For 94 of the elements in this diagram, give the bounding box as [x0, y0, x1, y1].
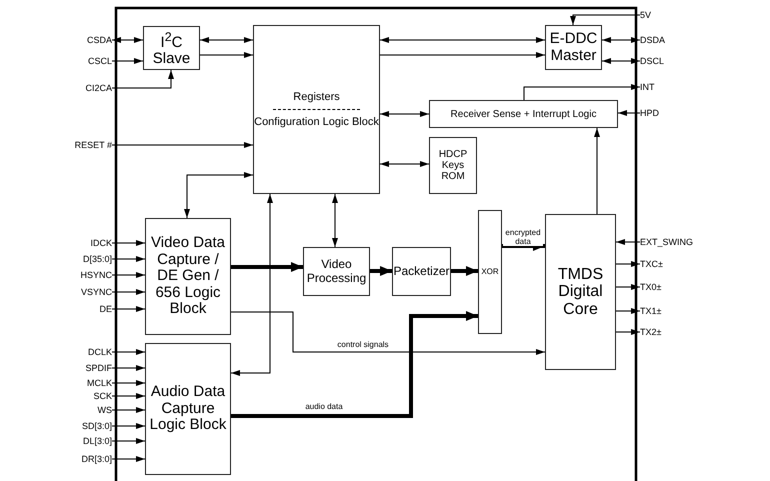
pin-label: SCK	[40, 389, 112, 403]
logic-block	[545, 214, 616, 370]
arrow	[112, 37, 144, 43]
pin-label: CI2CA	[40, 81, 112, 95]
arrow	[112, 240, 146, 246]
arrow	[451, 266, 478, 276]
pin-label: DR[3:0]	[40, 452, 112, 466]
arrow	[230, 194, 273, 376]
arrow	[231, 311, 478, 418]
arrow	[616, 329, 640, 335]
arrow	[112, 365, 146, 371]
block-label: Receiver Sense + Interrupt Logic	[450, 108, 596, 120]
pin-label: TX2±	[640, 325, 715, 339]
logic-block	[145, 343, 231, 475]
block-label: Registers	[293, 90, 340, 103]
arrow	[616, 239, 640, 245]
pin-label: DCLK	[40, 345, 112, 359]
arrow	[112, 58, 144, 64]
arrow	[184, 172, 254, 218]
block-label: HDCP Keys ROM	[438, 149, 468, 182]
pin-label: HPD	[640, 106, 715, 120]
arrow	[112, 289, 146, 295]
arrow	[112, 272, 146, 278]
arrow	[112, 306, 146, 312]
arrow	[332, 194, 338, 248]
logic-block	[143, 26, 200, 70]
pin-label: DSDA	[640, 33, 715, 47]
logic-block	[429, 137, 477, 194]
arrow	[370, 266, 392, 276]
arrow	[380, 161, 430, 167]
arrow	[200, 52, 254, 58]
pin-label: IDCK	[40, 236, 112, 250]
block-label: TMDS Digital Core	[556, 266, 604, 318]
arrow	[380, 111, 430, 117]
pin-label: HSYNC	[40, 268, 112, 282]
block-label: I$^{2}$C Slave	[152, 28, 192, 68]
arrow	[602, 58, 640, 64]
arrow	[602, 37, 640, 43]
logic-block	[253, 25, 380, 194]
logic-block	[429, 100, 618, 128]
arrow	[112, 423, 146, 429]
pin-label: D[35:0]	[40, 252, 112, 266]
pin-label: WS	[40, 403, 112, 417]
pin-label: DL[3:0]	[40, 434, 112, 448]
logic-block	[392, 247, 451, 296]
pin-label: DSCL	[640, 54, 715, 68]
block-label: Configuration Logic Block	[254, 116, 379, 128]
logic-block	[303, 247, 370, 296]
pin-label: SPDIF	[40, 361, 112, 375]
arrow	[616, 308, 640, 314]
block-label: XOR	[481, 268, 499, 276]
pin-label: MCLK	[40, 376, 112, 390]
arrow	[112, 70, 174, 88]
arrow	[112, 380, 146, 386]
logic-block	[478, 210, 502, 334]
arrow	[594, 128, 600, 214]
pin-label: INT	[640, 80, 715, 94]
block-label: Video Processing	[306, 258, 368, 285]
pin-label: CSDA	[40, 33, 112, 47]
logic-block	[145, 218, 231, 335]
arrow	[112, 438, 146, 444]
arrow	[200, 37, 254, 43]
block-label: Packetizer	[393, 264, 450, 278]
pin-label: CSCL	[40, 54, 112, 68]
arrow	[112, 393, 146, 399]
arrow	[502, 241, 545, 251]
arrow	[112, 349, 146, 355]
arrow	[230, 312, 546, 355]
arrow	[380, 52, 546, 58]
arrow	[231, 262, 303, 272]
logic-block	[545, 25, 602, 70]
arrow	[524, 84, 640, 100]
arrow	[112, 407, 146, 413]
pin-label: RESET #	[40, 138, 112, 152]
pin-label: DE	[40, 302, 112, 316]
pin-label: EXT_SWING	[640, 235, 715, 249]
arrow	[112, 256, 146, 262]
pin-label: TX1±	[640, 304, 715, 318]
pin-label: TX0±	[640, 280, 715, 294]
arrow	[616, 261, 640, 267]
arrow	[618, 110, 640, 116]
edge-label: encrypted data	[503, 228, 543, 246]
block-label: E-DDC Master	[548, 31, 598, 64]
pin-label: TXC±	[640, 257, 715, 271]
arrow	[380, 37, 546, 43]
arrow	[616, 284, 640, 290]
arrow	[570, 14, 640, 26]
arrow	[112, 142, 254, 148]
block-label: Video Data Capture / DE Gen / 656 Logic Block	[150, 235, 226, 318]
block-label: Audio Data Capture Logic Block	[148, 384, 228, 434]
pin-label: SD[3:0]	[40, 419, 112, 433]
pin-label: 5V	[640, 8, 715, 22]
arrow	[112, 456, 146, 462]
pin-label: VSYNC	[40, 285, 112, 299]
